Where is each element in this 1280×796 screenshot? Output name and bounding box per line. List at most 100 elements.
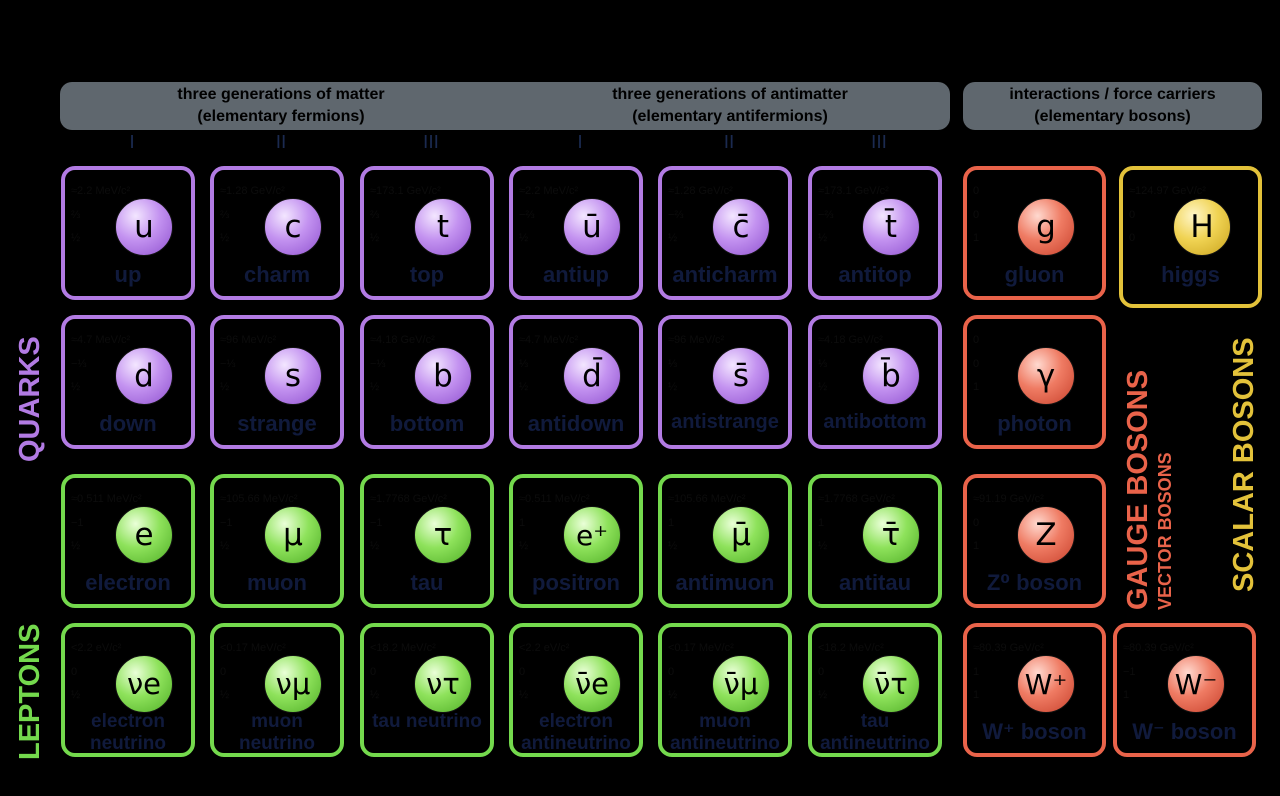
spin-value: ½: [220, 232, 230, 244]
charge-value: −1: [220, 516, 233, 529]
particle-name: antitau: [838, 570, 912, 595]
particle-properties: ≈173.1 GeV/c² ⅔ ½: [370, 180, 441, 251]
spin-value: ½: [818, 540, 828, 552]
charge-value: −1: [370, 516, 383, 529]
mass-value: ≈2.2 MeV/c²: [519, 185, 579, 197]
spin-value: ½: [370, 232, 380, 244]
particle-name: antistrange: [671, 411, 779, 433]
particle-properties: ≈4.7 MeV/c² ⅓ ½: [519, 329, 578, 400]
mass-value: ≈1.28 GeV/c²: [220, 185, 285, 197]
mass-value: 0: [973, 185, 980, 197]
particle-name: tau neutrino: [372, 711, 482, 732]
particle-name: strange: [237, 411, 317, 436]
mass-value: <0.17 MeV/c²: [668, 642, 734, 654]
particle-symbol: ντ: [414, 655, 472, 713]
charge-value: 1: [818, 516, 825, 529]
charge-value: ⅓: [668, 357, 678, 370]
spin-value: ½: [668, 232, 678, 244]
particle-properties: ≈2.2 MeV/c² −⅔ ½: [519, 180, 578, 251]
particle-card-muon-neutrino: <0.17 MeV/c² 0 ½ νμ muon neutrino: [210, 623, 344, 757]
generation-label: I: [129, 132, 135, 153]
particle-card-gluon: 0 0 1 g gluon: [963, 166, 1106, 300]
particle-card-down: ≈4.7 MeV/c² −⅓ ½ d down: [61, 315, 195, 449]
charge-value: 1: [519, 516, 526, 529]
bosons-header-text: interactions / force carriers (elementar…: [963, 84, 1262, 128]
spin-value: 0: [1129, 232, 1136, 244]
charge-value: ⅔: [220, 208, 230, 221]
particle-card-higgs: ≈124.97 GeV/c² 0 0 H higgs: [1119, 166, 1262, 308]
particle-card-bottom: ≈4.18 GeV/c² −⅓ ½ b bottom: [360, 315, 494, 449]
spin-value: ½: [519, 540, 529, 552]
particle-card-antiup: ≈2.2 MeV/c² −⅔ ½ ū antiup: [509, 166, 643, 300]
particle-name: up: [114, 262, 142, 287]
particle-properties: ≈1.28 GeV/c² ⅔ ½: [220, 180, 285, 251]
particle-symbol: γ: [1017, 347, 1075, 405]
particle-name: antitop: [838, 262, 912, 287]
particle-properties: 0 0 1: [973, 329, 979, 400]
particle-properties: ≈91.19 GeV/c² 0 1: [973, 488, 1044, 559]
mass-value: ≈1.7768 GeV/c²: [370, 493, 447, 505]
mass-value: ≈173.1 GeV/c²: [818, 185, 889, 197]
particle-name: bottom: [389, 411, 465, 436]
bosons-header-line1: interactions / force carriers: [1009, 86, 1216, 103]
particle-properties: <18.2 MeV/c² 0 ½: [818, 637, 884, 708]
particle-name: W⁻ boson: [1132, 719, 1237, 744]
particle-card-photon: 0 0 1 γ photon: [963, 315, 1106, 449]
charge-value: −⅔: [519, 208, 535, 221]
particle-card-z-boson: ≈91.19 GeV/c² 0 1 Z Z⁰ boson: [963, 474, 1106, 608]
particle-symbol: ν̄μ: [712, 655, 770, 713]
charge-value: −⅔: [818, 208, 834, 221]
particle-symbol: W⁺: [1017, 655, 1075, 713]
particle-card-tau-neutrino: <18.2 MeV/c² 0 ½ ντ tau neutrino: [360, 623, 494, 757]
particle-properties: ≈80.39 GeV/c² 1 1: [973, 637, 1044, 708]
antimatter-header-line1: three generations of antimatter: [612, 86, 848, 103]
mass-value: ≈4.7 MeV/c²: [71, 334, 131, 346]
mass-value: ≈96 MeV/c²: [668, 334, 725, 346]
particle-name: tau antineutrino: [820, 711, 930, 754]
particle-properties: ≈1.7768 GeV/c² −1 ½: [370, 488, 447, 559]
particle-card-antimuon: ≈105.66 MeV/c² 1 ½ μ̄ antimuon: [658, 474, 792, 608]
charge-value: −⅔: [668, 208, 684, 221]
matter-header-line1: three generations of matter: [177, 86, 385, 103]
particle-card-charm: ≈1.28 GeV/c² ⅔ ½ c charm: [210, 166, 344, 300]
mass-value: ≈4.18 GeV/c²: [818, 334, 883, 346]
particle-name: antiup: [543, 262, 609, 287]
particle-name: positron: [532, 570, 620, 595]
particle-card-antitop: ≈173.1 GeV/c² −⅔ ½ t̄ antitop: [808, 166, 942, 300]
charge-value: 0: [370, 665, 377, 678]
spin-value: ½: [220, 381, 230, 393]
mass-value: <0.17 MeV/c²: [220, 642, 286, 654]
generation-label: III: [871, 132, 887, 153]
bosons-header-line2: (elementary bosons): [1034, 108, 1191, 125]
mass-value: ≈80.39 GeV/c²: [973, 642, 1044, 654]
particle-name: antidown: [527, 411, 625, 436]
particle-properties: 0 0 1: [973, 180, 979, 251]
particle-properties: <2.2 eV/c² 0 ½: [519, 637, 569, 708]
particle-symbol: νμ: [264, 655, 322, 713]
particle-name: top: [409, 262, 445, 287]
particle-name: higgs: [1161, 262, 1220, 287]
spin-value: 1: [973, 232, 980, 244]
particle-symbol: b: [414, 347, 472, 405]
particle-name: electron antineutrino: [521, 711, 631, 754]
particle-symbol: μ: [264, 506, 322, 564]
particle-name: gluon: [1004, 262, 1065, 287]
matter-header-line2: (elementary fermions): [197, 108, 365, 125]
particle-symbol: d̄: [563, 347, 621, 405]
particle-properties: ≈4.18 GeV/c² −⅓ ½: [370, 329, 435, 400]
particle-properties: ≈124.97 GeV/c² 0 0: [1129, 180, 1206, 251]
particle-name: electron neutrino: [90, 711, 166, 754]
particle-properties: ≈105.66 MeV/c² 1 ½: [668, 488, 746, 559]
spin-value: ½: [818, 689, 828, 701]
spin-value: ½: [71, 381, 81, 393]
particle-name: tau: [410, 570, 444, 595]
particle-properties: ≈105.66 MeV/c² −1 ½: [220, 488, 298, 559]
particle-symbol: Z: [1017, 506, 1075, 564]
particle-card-antistrange: ≈96 MeV/c² ⅓ ½ s̄ antistrange: [658, 315, 792, 449]
bosons-header: interactions / force carriers (elementar…: [963, 82, 1262, 130]
spin-value: ½: [71, 232, 81, 244]
mass-value: ≈105.66 MeV/c²: [668, 493, 746, 505]
particle-properties: ≈1.28 GeV/c² −⅔ ½: [668, 180, 733, 251]
particle-name: down: [99, 411, 157, 436]
particle-card-top: ≈173.1 GeV/c² ⅔ ½ t top: [360, 166, 494, 300]
